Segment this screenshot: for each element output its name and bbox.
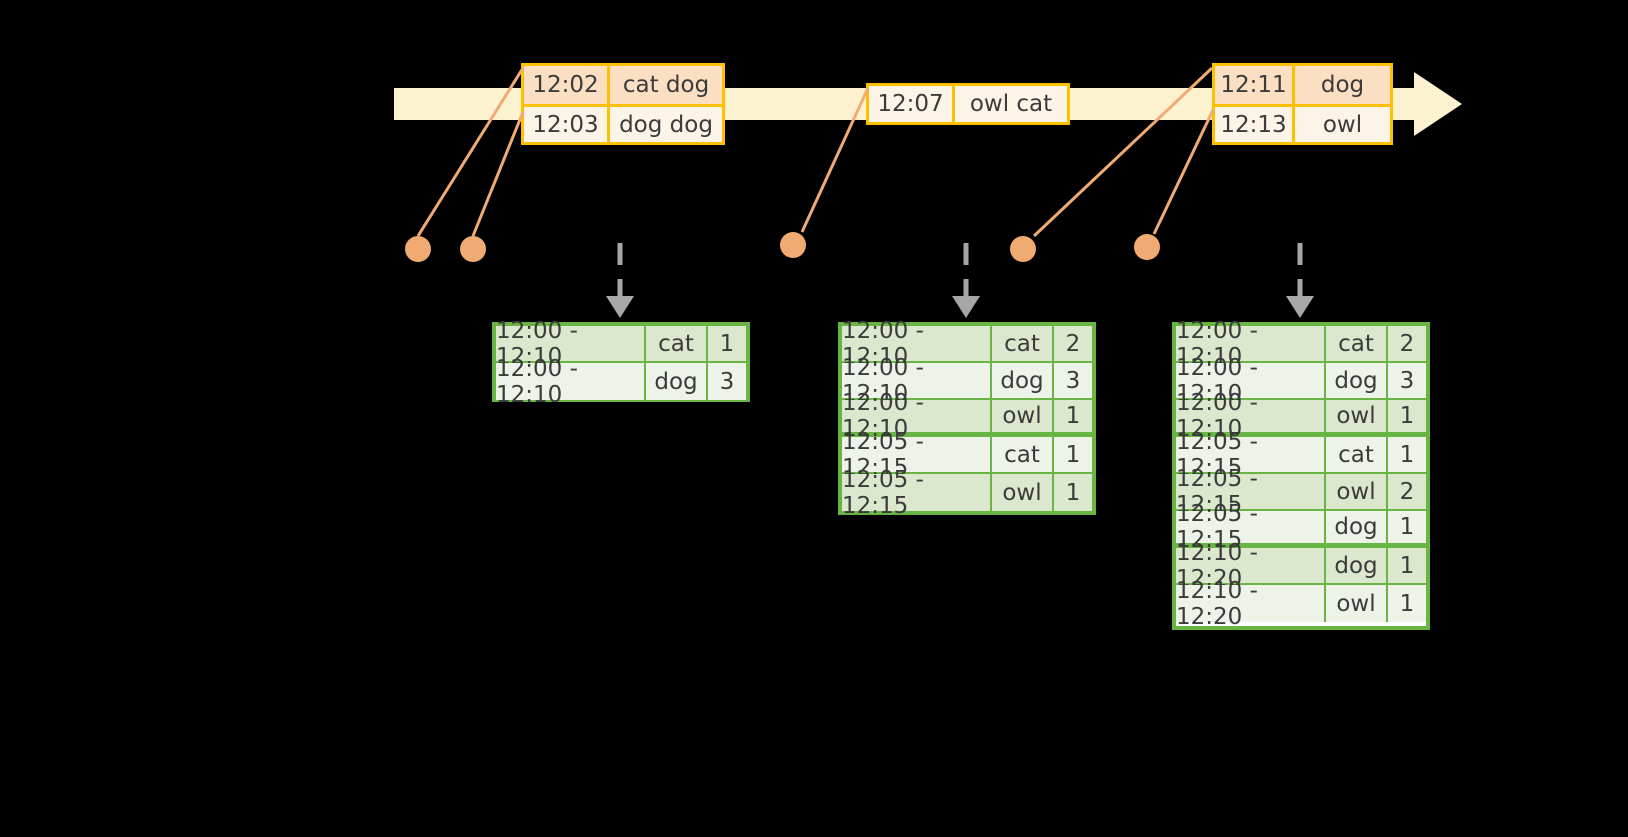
cell-key: owl <box>1326 474 1388 509</box>
event-time: 12:13 <box>1215 107 1295 142</box>
window-counts-table-1[interactable]: 12:00 - 12:10 cat 1 12:00 - 12:10 dog 3 <box>492 318 750 408</box>
event-text: owl cat <box>955 86 1067 122</box>
cell-key: dog <box>646 363 708 400</box>
cell-key: owl <box>992 474 1054 511</box>
event-box-group-3[interactable]: 12:11 dog 12:13 owl <box>1212 63 1393 145</box>
cell-key: dog <box>1326 548 1388 583</box>
cell-key: cat <box>646 326 708 361</box>
cell-count: 1 <box>1054 437 1092 472</box>
cell-window: 12:00 - 12:10 <box>842 355 992 407</box>
connector-dot-1 <box>405 236 431 262</box>
event-row[interactable]: 12:03 dog dog <box>524 104 722 142</box>
connector-dot-5 <box>1134 234 1160 260</box>
event-time: 12:03 <box>524 107 610 142</box>
cell-key: owl <box>992 400 1054 432</box>
cell-window: 12:10 - 12:20 <box>1176 578 1326 630</box>
flow-arrow-head-3 <box>1286 296 1314 318</box>
table-row[interactable]: 12:00 - 12:10 cat 2 <box>842 318 1092 370</box>
cell-key: owl <box>1326 400 1388 432</box>
event-text: cat dog <box>610 66 722 104</box>
cell-key: cat <box>992 437 1054 472</box>
event-text: dog dog <box>610 107 722 142</box>
table-row[interactable]: 12:00 - 12:10 dog 3 <box>842 355 1092 407</box>
cell-window: 12:05 - 12:15 <box>1176 501 1326 553</box>
cell-key: dog <box>1326 363 1388 398</box>
cell-count: 1 <box>1054 474 1092 511</box>
cell-window: 12:00 - 12:10 <box>1176 390 1326 442</box>
flow-arrow-head-1 <box>606 296 634 318</box>
cell-window: 12:05 - 12:15 <box>842 467 992 519</box>
cell-count: 2 <box>1388 474 1426 509</box>
table-row[interactable]: 12:10 - 12:20 owl 1 <box>1176 578 1426 630</box>
cell-key: dog <box>1326 511 1388 543</box>
event-row[interactable]: 12:07 owl cat <box>869 86 1067 122</box>
event-text: owl <box>1295 107 1390 142</box>
cell-key: cat <box>992 326 1054 361</box>
cell-count: 3 <box>1388 363 1426 398</box>
cell-key: dog <box>992 363 1054 398</box>
event-time: 12:11 <box>1215 66 1295 104</box>
table-row[interactable]: 12:00 - 12:10 dog 3 <box>496 356 746 408</box>
event-row[interactable]: 12:11 dog <box>1215 66 1390 104</box>
connector-dot-4 <box>1010 236 1036 262</box>
cell-count: 1 <box>1388 585 1426 622</box>
table-row[interactable]: 12:05 - 12:15 dog 1 <box>1176 501 1426 553</box>
cell-count: 1 <box>1388 548 1426 583</box>
cell-window: 12:00 - 12:10 <box>496 356 646 408</box>
table-row[interactable]: 12:05 - 12:15 owl 2 <box>1176 466 1426 518</box>
cell-count: 2 <box>1054 326 1092 361</box>
cell-window: 12:00 - 12:10 <box>842 390 992 442</box>
cell-count: 1 <box>1054 400 1092 432</box>
connector-line-2 <box>471 111 525 237</box>
event-time: 12:02 <box>524 66 610 104</box>
event-box-group-2[interactable]: 12:07 owl cat <box>866 83 1070 125</box>
table-row[interactable]: 12:00 - 12:10 cat 1 <box>496 318 746 370</box>
event-time: 12:07 <box>869 86 955 122</box>
timeline-arrow-head <box>1414 72 1462 136</box>
window-counts-table-3[interactable]: 12:00 - 12:10 cat 2 12:00 - 12:10 dog 3 … <box>1172 318 1430 630</box>
event-box-group-1[interactable]: 12:02 cat dog 12:03 dog dog <box>521 63 725 145</box>
window-counts-table-2[interactable]: 12:00 - 12:10 cat 2 12:00 - 12:10 dog 3 … <box>838 318 1096 519</box>
cell-window: 12:05 - 12:15 <box>1176 466 1326 518</box>
cell-key: cat <box>1326 326 1388 361</box>
cell-count: 3 <box>708 363 746 400</box>
cell-key: owl <box>1326 585 1388 622</box>
connector-dot-2 <box>460 236 486 262</box>
event-row[interactable]: 12:02 cat dog <box>524 66 722 104</box>
cell-count: 3 <box>1054 363 1092 398</box>
event-text: dog <box>1295 66 1390 104</box>
table-row[interactable]: 12:00 - 12:10 dog 3 <box>1176 355 1426 407</box>
connector-dot-3 <box>780 232 806 258</box>
table-row[interactable]: 12:05 - 12:15 owl 1 <box>842 467 1092 519</box>
event-row[interactable]: 12:13 owl <box>1215 104 1390 142</box>
cell-count: 1 <box>708 326 746 361</box>
cell-window: 12:00 - 12:10 <box>1176 318 1326 370</box>
connector-line-5 <box>1152 109 1215 235</box>
cell-count: 2 <box>1388 326 1426 361</box>
flow-arrow-head-2 <box>952 296 980 318</box>
cell-count: 1 <box>1388 437 1426 472</box>
table-row[interactable]: 12:00 - 12:10 cat 2 <box>1176 318 1426 370</box>
cell-count: 1 <box>1388 400 1426 432</box>
cell-window: 12:00 - 12:10 <box>1176 355 1326 407</box>
cell-key: cat <box>1326 437 1388 472</box>
cell-count: 1 <box>1388 511 1426 543</box>
table-row[interactable]: 12:00 - 12:10 owl 1 <box>1176 390 1426 442</box>
